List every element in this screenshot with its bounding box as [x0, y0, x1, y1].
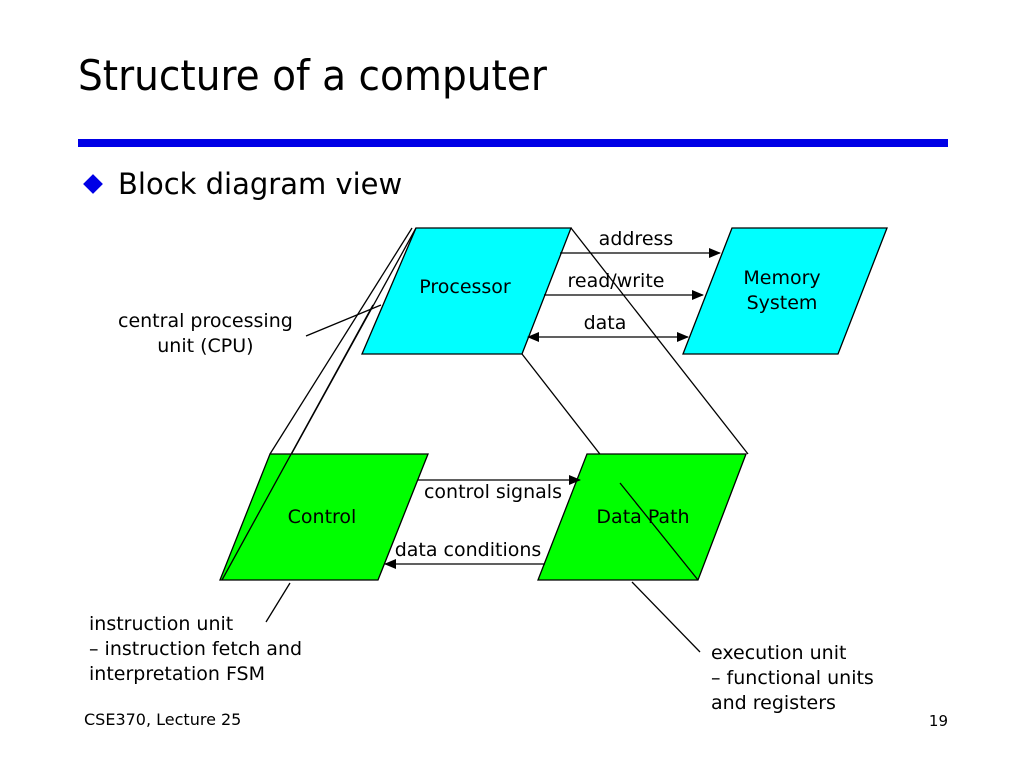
- cpu-note-line1: central processing: [118, 310, 293, 332]
- instruction-note-line1: instruction unit: [89, 613, 234, 635]
- execution-note-line2: – functional units: [711, 667, 874, 689]
- memory-system-block: [682, 227, 888, 355]
- execution-unit-note: execution unit – functional units and re…: [711, 641, 874, 716]
- memory-label-line1: Memory: [743, 267, 820, 289]
- memory-label-line2: System: [747, 292, 818, 314]
- execution-note-line1: execution unit: [711, 642, 847, 664]
- instruction-note-line3: interpretation FSM: [89, 663, 265, 685]
- data-conditions-label: data conditions: [395, 539, 542, 561]
- cpu-leader-line: [305, 304, 382, 337]
- control-label: Control: [288, 506, 357, 528]
- instruction-note-line2: – instruction fetch and: [89, 638, 303, 660]
- data-path-label: Data Path: [596, 506, 689, 528]
- execution-leader-line: [631, 581, 701, 653]
- footer-course: CSE370, Lecture 25: [84, 710, 242, 729]
- projection-overlay-left: [221, 304, 374, 581]
- page-number: 19: [928, 712, 948, 730]
- cpu-note: central processing unit (CPU): [118, 309, 293, 359]
- instruction-unit-note: instruction unit – instruction fetch and…: [89, 612, 302, 687]
- read-write-label: read/write: [568, 270, 665, 292]
- processor-label: Processor: [419, 276, 511, 298]
- title-rule: [78, 139, 948, 147]
- projection-overlay-right: [619, 482, 699, 581]
- processor-block: [361, 227, 572, 355]
- control-block: [219, 453, 429, 581]
- bullet-text: Block diagram view: [118, 167, 403, 201]
- address-label: address: [599, 228, 674, 250]
- cpu-note-line2: unit (CPU): [157, 335, 254, 357]
- slide-title: Structure of a computer: [78, 51, 547, 100]
- execution-note-line3: and registers: [711, 692, 836, 714]
- projection-line-left-outer: [269, 227, 413, 455]
- data-label: data: [584, 312, 627, 334]
- control-signals-label: control signals: [424, 481, 562, 503]
- instruction-leader-line: [265, 582, 291, 623]
